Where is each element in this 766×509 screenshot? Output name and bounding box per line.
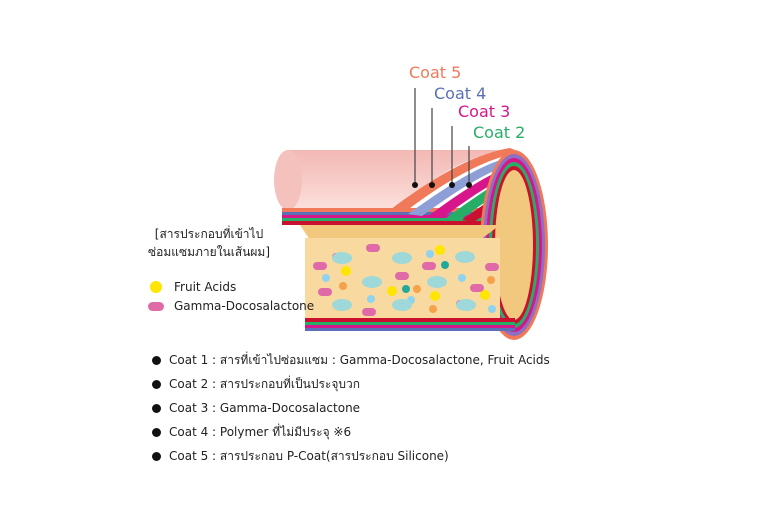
bullet-icon <box>152 379 161 389</box>
legend-gamma: Gamma-Docosalactone <box>148 299 314 313</box>
core-bottom-band3 <box>305 325 515 328</box>
desc-coat2: Coat 2 : สารประกอบที่เป็นประจุบวก <box>152 372 550 396</box>
caption-line1: [สารประกอบที่เข้าไป <box>154 227 264 241</box>
coat4-label: Coat 4 <box>434 84 487 103</box>
core-bottom-band2 <box>305 322 515 325</box>
caption-line2: ซ่อมแซมภายในเส้นผม] <box>147 245 271 259</box>
legend-gamma-label: Gamma-Docosalactone <box>174 299 315 313</box>
callout-lines <box>414 88 470 185</box>
bullet-icon <box>152 403 161 413</box>
coat5-peel <box>390 148 520 212</box>
coat2-label: Coat 2 <box>473 123 526 142</box>
desc-coat1-text: Coat 1 : สารที่เข้าไปซ่อมแซม : Gamma-Doc… <box>169 352 550 367</box>
left-cap <box>274 150 302 210</box>
desc-coat3-text: Coat 3 : Gamma-Docosalactone <box>169 401 361 415</box>
legend-fruit-label: Fruit Acids <box>174 280 237 294</box>
ring-core <box>495 170 533 320</box>
desc-coat5-text: Coat 5 : สารประกอบ P-Coat(สารประกอบ Sili… <box>169 448 449 463</box>
desc-coat4-text: Coat 4 : Polymer ที่ไม่มีประจุ ※6 <box>169 424 352 439</box>
inner-compound-caption: [สารประกอบที่เข้าไป ซ่อมแซมภายในเส้นผม] <box>134 225 284 261</box>
desc-coat4: Coat 4 : Polymer ที่ไม่มีประจุ ※6 <box>152 420 550 444</box>
desc-coat3: Coat 3 : Gamma-Docosalactone <box>152 396 550 420</box>
particles <box>313 244 499 316</box>
desc-coat1: Coat 1 : สารที่เข้าไปซ่อมแซม : Gamma-Doc… <box>152 348 550 372</box>
coat3-label: Coat 3 <box>458 102 511 121</box>
bullet-icon <box>152 427 161 437</box>
core-bottom-band4 <box>305 328 515 331</box>
legend-fruit-acids: Fruit Acids <box>150 280 236 294</box>
bullet-icon <box>152 355 161 365</box>
core-bottom-band1 <box>305 318 515 322</box>
bullet-icon <box>152 451 161 461</box>
outer-coat-body <box>288 150 505 210</box>
desc-coat2-text: Coat 2 : สารประกอบที่เป็นประจุบวก <box>169 376 360 391</box>
gamma-pill-icon <box>148 301 164 311</box>
core-top-face <box>300 225 500 240</box>
fruit-acid-dot-icon <box>150 281 162 293</box>
coat-description-list: Coat 1 : สารที่เข้าไปซ่อมแซม : Gamma-Doc… <box>152 348 550 468</box>
desc-coat5: Coat 5 : สารประกอบ P-Coat(สารประกอบ Sili… <box>152 444 550 468</box>
coat5-label: Coat 5 <box>409 63 462 82</box>
callout-dots <box>412 182 472 188</box>
